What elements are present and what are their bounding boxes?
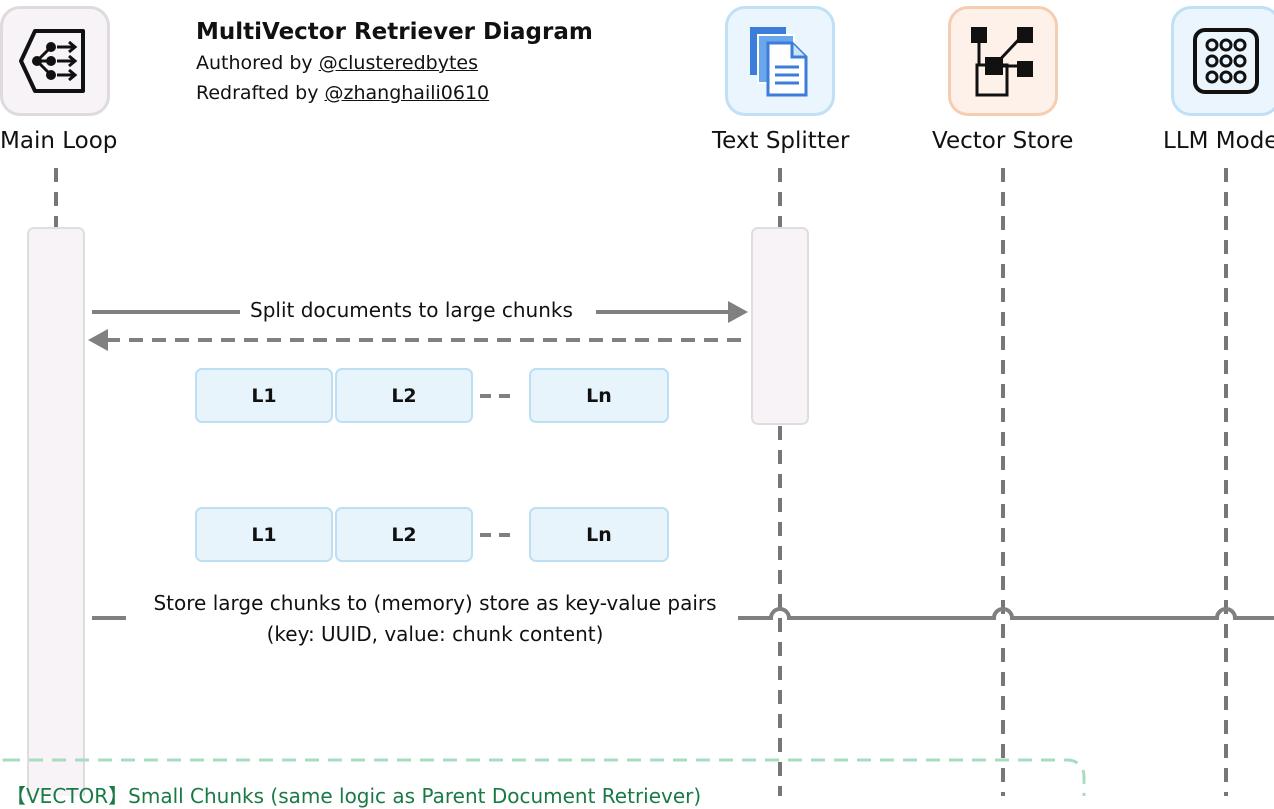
network-icon: [971, 27, 1033, 97]
vector-group-label: 【VECTOR】Small Chunks (same logic as Pare…: [6, 784, 702, 808]
chunk-row2-l2: L2: [335, 507, 473, 562]
store-message: Store large chunks to (memory) store as …: [134, 588, 736, 650]
chunk-row2-ln: Ln: [529, 507, 669, 562]
main-loop-label: Main Loop: [0, 128, 118, 154]
return-arrowhead: [88, 329, 108, 351]
vector-store-label: Vector Store: [932, 128, 1074, 154]
text-splitter-label: Text Splitter: [712, 128, 850, 154]
author-link[interactable]: @clusteredbytes: [318, 52, 478, 74]
text-splitter-actor: [725, 6, 835, 116]
llm-model-label: LLM Model: [1163, 128, 1274, 154]
store-message-line2: (key: UUID, value: chunk content): [266, 622, 604, 646]
activation-text-splitter: [751, 227, 809, 425]
activation-main-loop: [27, 227, 85, 796]
chunk-row1-ln: Ln: [529, 368, 669, 423]
chunk-row1-l1: L1: [195, 368, 333, 423]
flow-icon: [19, 29, 85, 93]
chunk-row2-l1: L1: [195, 507, 333, 562]
main-loop-actor: [0, 6, 110, 116]
vector-group-box: [0, 758, 1086, 796]
redrafter-link[interactable]: @zhanghaili0610: [324, 82, 490, 104]
split-arrowhead: [728, 301, 748, 323]
chunk-row1-l2: L2: [335, 368, 473, 423]
vector-store-actor: [948, 6, 1058, 116]
document-icon: [750, 27, 808, 97]
authored-by: Authored by @clusteredbytes: [196, 52, 478, 74]
store-message-line1: Store large chunks to (memory) store as …: [153, 591, 717, 615]
chip-icon: [1193, 28, 1259, 94]
diagram-title: MultiVector Retriever Diagram: [196, 19, 593, 45]
redrafted-by: Redrafted by @zhanghaili0610: [196, 82, 490, 104]
split-message: Split documents to large chunks: [246, 298, 577, 322]
llm-model-actor: [1171, 6, 1274, 116]
